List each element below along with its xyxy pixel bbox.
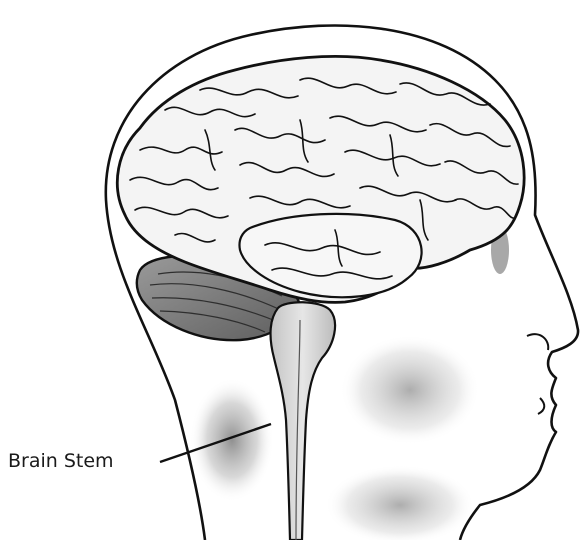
neck-shading bbox=[190, 378, 274, 502]
brain-stem-label: Brain Stem bbox=[8, 450, 114, 472]
jaw-shading bbox=[325, 465, 475, 540]
mouth-line bbox=[538, 398, 544, 414]
nostril-line bbox=[527, 334, 548, 350]
throat-shading bbox=[340, 335, 480, 445]
